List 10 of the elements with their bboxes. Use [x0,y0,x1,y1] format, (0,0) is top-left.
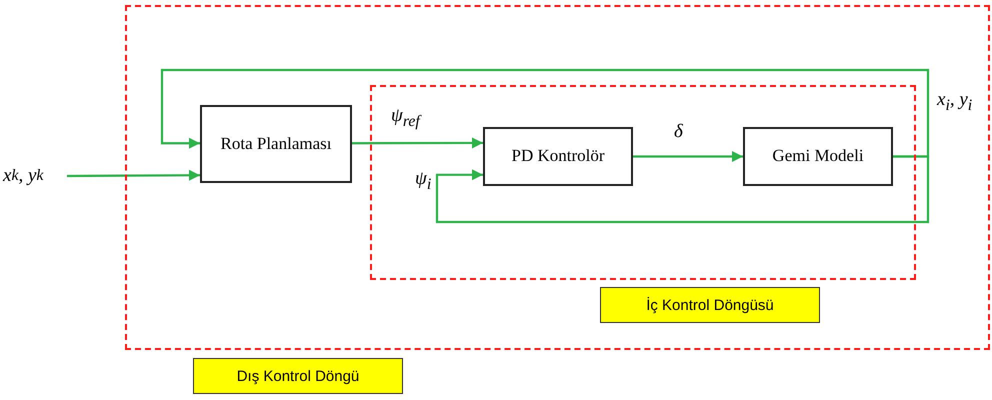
arrow [436,155,930,224]
arrow [160,68,930,158]
process-box: Gemi Modeli [743,127,893,186]
arrow [633,151,743,162]
arrow [352,137,483,148]
process-box: PD Kontrolör [483,127,633,186]
loop-label: İç Kontrol Döngüsü [600,287,820,323]
loop-label: Dış Kontrol Döngü [193,358,403,394]
process-box: Rota Planlaması [200,105,352,183]
arrow [67,170,200,181]
